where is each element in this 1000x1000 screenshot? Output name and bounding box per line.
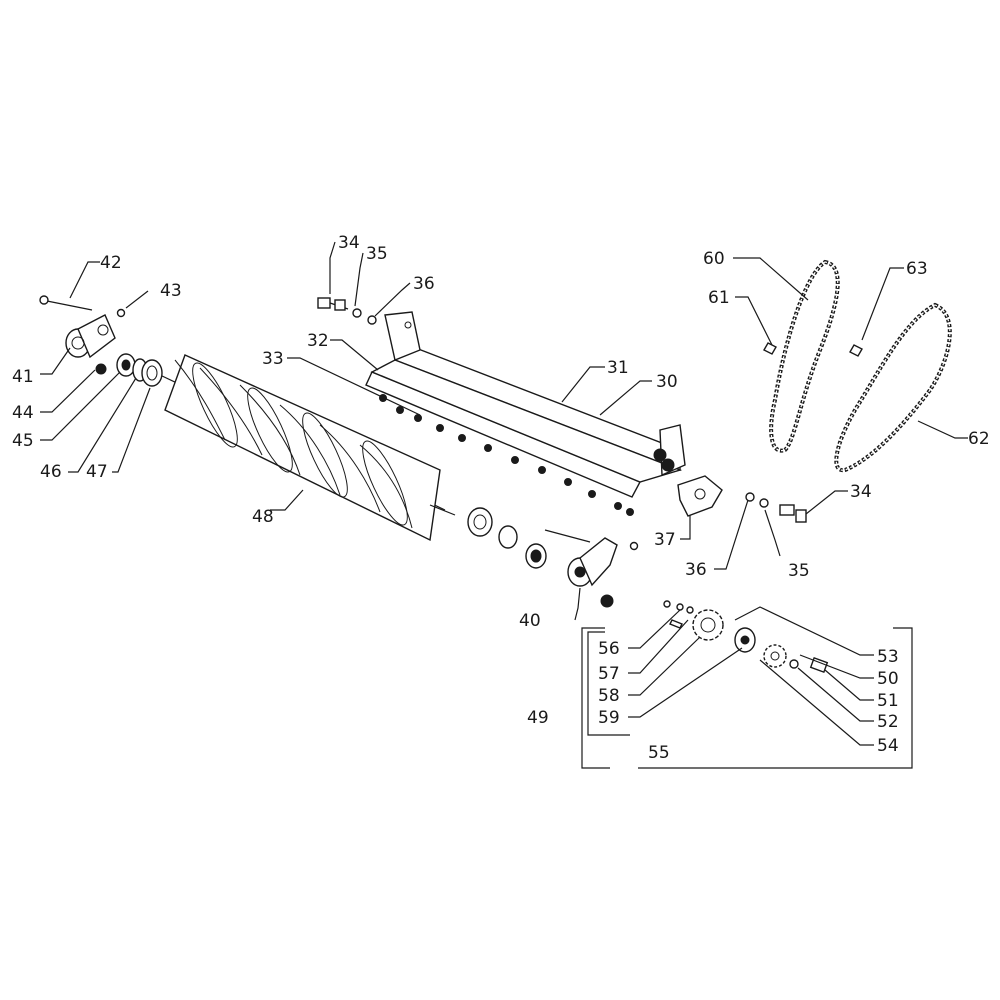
chain-links-small xyxy=(763,342,863,357)
bedknife-screws xyxy=(379,394,634,516)
label-57: 57 xyxy=(598,664,620,684)
label-46: 46 xyxy=(40,462,62,482)
adjuster-bolt-right xyxy=(745,492,807,523)
label-31: 31 xyxy=(607,358,629,378)
right-bearing-housing xyxy=(467,507,639,608)
left-bearing-housing xyxy=(39,295,163,387)
bedknife-assembly xyxy=(365,311,686,498)
label-41: 41 xyxy=(12,367,34,387)
label-58: 58 xyxy=(598,686,620,706)
label-51: 51 xyxy=(877,691,899,711)
label-35-right: 35 xyxy=(788,561,810,581)
label-35-top: 35 xyxy=(366,244,388,264)
label-33: 33 xyxy=(262,349,284,369)
label-54: 54 xyxy=(877,736,899,756)
label-63: 63 xyxy=(906,259,928,279)
group-bracket-49 xyxy=(581,627,913,769)
label-59: 59 xyxy=(598,708,620,728)
label-48: 48 xyxy=(252,507,274,527)
sprocket-assembly xyxy=(663,600,829,673)
label-50: 50 xyxy=(877,669,899,689)
label-30: 30 xyxy=(656,372,678,392)
label-53: 53 xyxy=(877,647,899,667)
label-36-right: 36 xyxy=(685,560,707,580)
label-56: 56 xyxy=(598,639,620,659)
label-55: 55 xyxy=(648,743,670,763)
adjuster-bolt-left xyxy=(317,297,377,325)
label-40: 40 xyxy=(519,611,541,631)
callout-labels: 30 31 32 33 34 35 36 34 35 36 37 40 41 4… xyxy=(12,233,990,763)
label-43: 43 xyxy=(160,281,182,301)
label-61: 61 xyxy=(708,288,730,308)
label-44: 44 xyxy=(12,403,34,423)
label-34-right: 34 xyxy=(850,482,872,502)
label-52: 52 xyxy=(877,712,899,732)
label-62: 62 xyxy=(968,429,990,449)
label-49: 49 xyxy=(527,708,549,728)
label-34-top: 34 xyxy=(338,233,360,253)
leader-lines xyxy=(40,241,968,746)
label-60: 60 xyxy=(703,249,725,269)
reel-cylinder xyxy=(159,354,456,542)
chain-60 xyxy=(769,259,840,453)
label-45: 45 xyxy=(12,431,34,451)
label-37: 37 xyxy=(654,530,676,550)
label-32: 32 xyxy=(307,331,329,351)
label-47: 47 xyxy=(86,462,108,482)
label-42: 42 xyxy=(100,253,122,273)
chain-62 xyxy=(834,302,952,473)
side-plate xyxy=(677,475,723,517)
label-36-top: 36 xyxy=(413,274,435,294)
